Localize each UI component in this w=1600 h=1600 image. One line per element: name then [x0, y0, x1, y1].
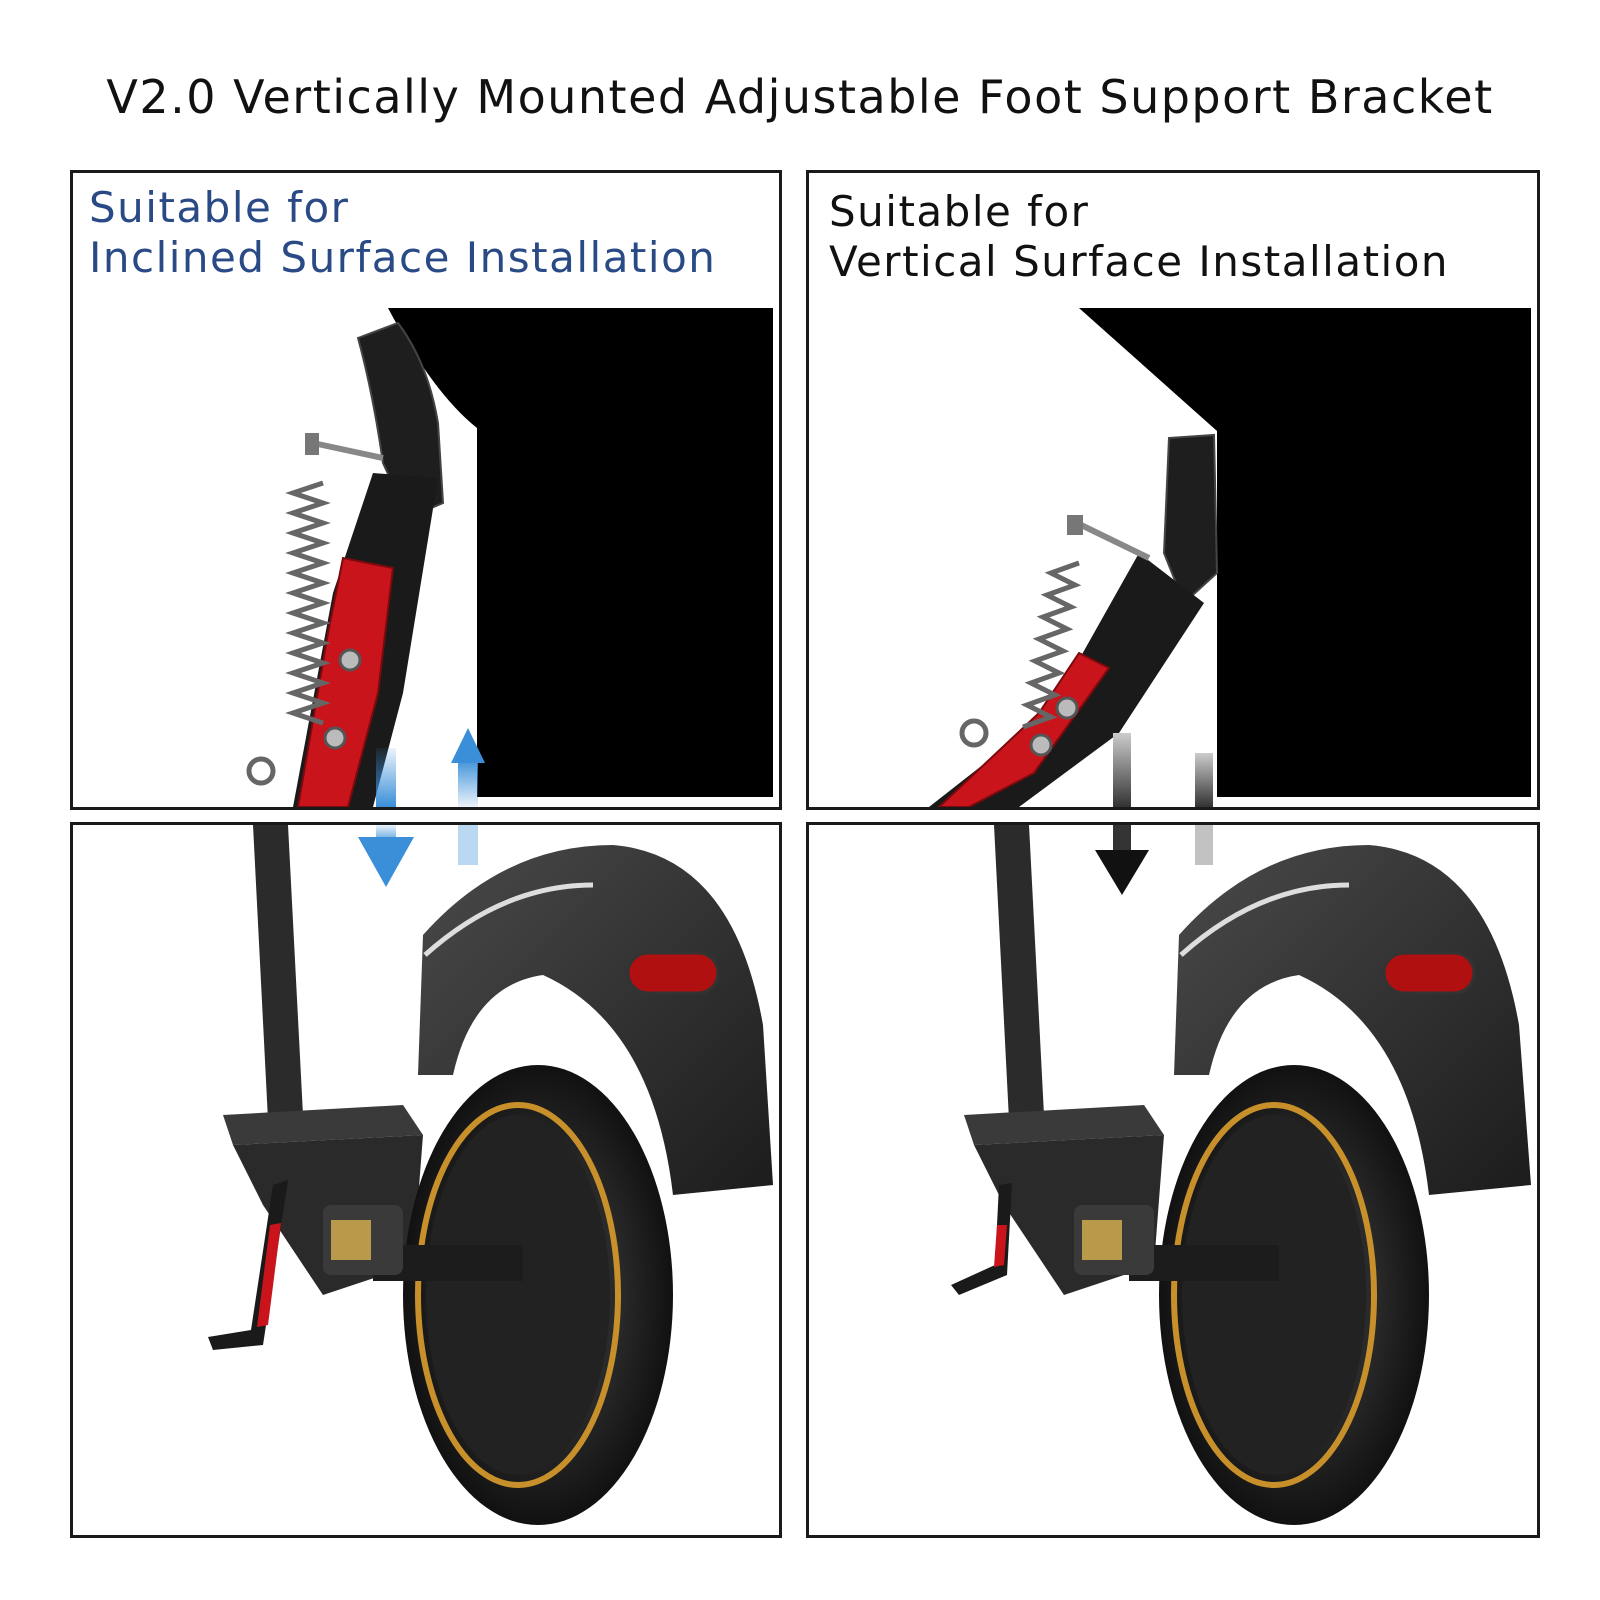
caption-vertical-line2: Vertical Surface Installation	[829, 237, 1450, 286]
caption-inclined-line1: Suitable for	[89, 183, 350, 232]
panel-vertical-closeup: Suitable for Vertical Surface Installati…	[806, 170, 1540, 810]
vertical-surface-shape	[1079, 308, 1531, 797]
inclined-bracket-illustration	[246, 308, 773, 807]
vertical-bracket-illustration	[929, 308, 1531, 807]
up-down-arrows-icon	[1113, 733, 1213, 807]
caption-vertical-line1: Suitable for	[829, 187, 1090, 236]
caption-vertical: Suitable for Vertical Surface Installati…	[829, 187, 1449, 287]
caption-inclined: Suitable for Inclined Surface Installati…	[89, 183, 716, 283]
scooter-inclined-illustration	[208, 825, 773, 1525]
spring-shape	[285, 480, 331, 726]
panel-vertical-scooter	[806, 822, 1540, 1538]
down-arrow-icon	[358, 825, 478, 887]
panel-inclined-closeup: Suitable for Inclined Surface Installati…	[70, 170, 782, 810]
spring-shape	[1020, 560, 1082, 730]
page-title: V2.0 Vertically Mounted Adjustable Foot …	[106, 70, 1494, 124]
panel-inclined-scooter	[70, 822, 782, 1538]
scooter-vertical-illustration	[951, 825, 1531, 1525]
down-arrow-icon	[1095, 825, 1213, 895]
caption-inclined-line2: Inclined Surface Installation	[89, 233, 717, 282]
inclined-surface-shape	[388, 308, 773, 797]
up-down-arrows-icon	[376, 728, 485, 807]
